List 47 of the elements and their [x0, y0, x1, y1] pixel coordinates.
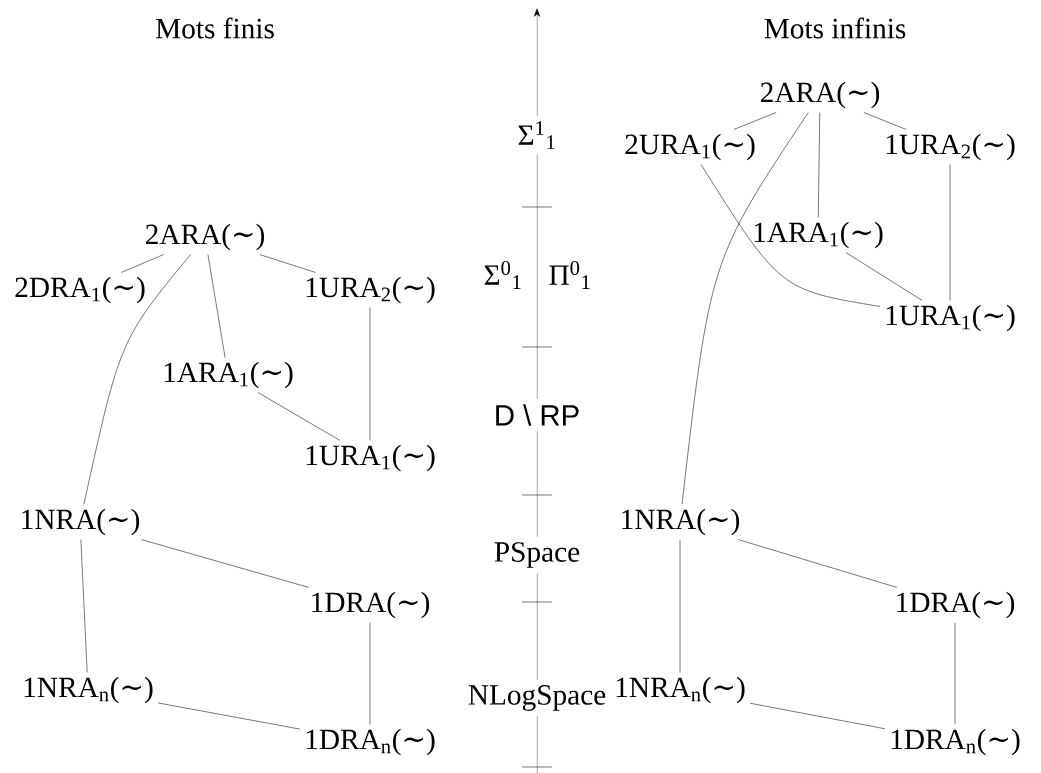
class-label: 1NRA(∼)	[22, 508, 140, 536]
connector-line	[157, 702, 301, 730]
class-label: 1ARA$_{1}$(∼)	[164, 361, 293, 389]
class-label: 2ARA(∼)	[760, 81, 880, 109]
connector-line	[121, 254, 164, 273]
class-label: 1URA$_{2}$(∼)	[306, 276, 435, 304]
class-label: 1DRA$_{n}$(∼)	[891, 728, 1020, 756]
class-label: 2URA$_{1}$(∼)	[625, 133, 755, 161]
connector-line	[80, 539, 88, 673]
connector-line	[954, 622, 956, 725]
class-label: PSpace	[488, 536, 586, 574]
class-label: Σ$^{0}$1	[484, 261, 521, 289]
class-label: 1URA$_{2}$(∼)	[886, 133, 1015, 161]
class-label: 1URA$_{1}$(∼)	[306, 444, 435, 472]
class-label: 1URA$_{1}$(∼)	[886, 304, 1015, 332]
class-label: 1ARA$_{1}$(∼)	[754, 221, 883, 249]
heading: Mots finis	[155, 17, 274, 39]
connector-line	[259, 254, 316, 273]
connector-line	[681, 112, 809, 505]
class-label: 1DRA(∼)	[312, 591, 430, 619]
connector-line	[949, 164, 951, 301]
connector-line	[700, 164, 881, 307]
class-label: 1DRA(∼)	[897, 591, 1015, 619]
class-label: 1NRA$_{n}$(∼)	[616, 676, 745, 704]
connector-line	[257, 392, 341, 441]
class-label: Σ$^{1}$1	[512, 115, 562, 155]
connector-line	[863, 112, 907, 130]
class-label: Π$^{0}$1	[549, 261, 590, 289]
class-label: 2ARA(∼)	[145, 223, 265, 251]
connector-line	[733, 112, 777, 130]
connector-line	[207, 254, 226, 358]
class-label: 1DRA$_{n}$(∼)	[306, 728, 435, 756]
class-label: 2DRA$_{1}$(∼)	[15, 276, 145, 304]
class-label: NLogSpace	[462, 679, 612, 717]
heading: Mots infinis	[764, 17, 906, 39]
connector-line	[369, 622, 371, 725]
connector-line	[749, 702, 886, 730]
class-label: D \ RP	[488, 398, 586, 432]
class-label: 1NRA$_{n}$(∼)	[24, 676, 153, 704]
connector-line	[83, 254, 191, 505]
connector-line	[679, 539, 681, 673]
connector-line	[369, 307, 371, 441]
connector-line	[141, 539, 309, 588]
class-label: 1NRA(∼)	[622, 508, 740, 536]
connector-line	[818, 112, 821, 218]
connector-line	[737, 539, 898, 588]
connector-line	[845, 252, 923, 301]
